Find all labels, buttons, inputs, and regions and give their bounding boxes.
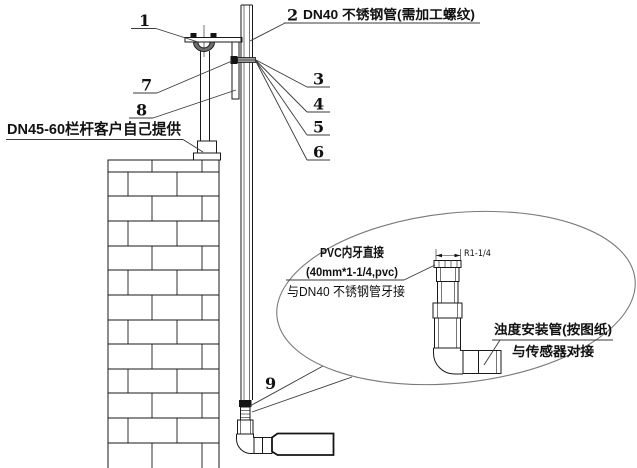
thread-dimension-label: R1-1/4 [464,249,491,259]
brick-wall [107,159,220,468]
bubble-outline [276,210,636,386]
callout-3: 3 [313,70,324,89]
bubble-elbow-outer [433,348,463,375]
dim-arrow-right [454,253,461,258]
threaded-nipple [240,406,251,421]
callout-1: 1 [139,11,150,30]
post-collar [197,140,217,154]
bolt-left [190,33,197,38]
pvc-spec-label: (40mm*1-1/4,pvc) [306,265,398,279]
pvc-connection-label: 与DN40 不锈钢管牙接 [287,284,405,299]
callout-6: 6 [313,143,324,162]
callout-5: 5 [313,118,324,137]
callout-7: 7 [141,76,152,95]
callout-2: 2 [287,6,298,25]
callout-numbers: 1 2 3 4 5 6 7 8 9 [136,6,324,394]
u-bolt-clamp [193,41,215,52]
detail-bubble: PVC内牙直接 (40mm*1-1/4,pvc) 与DN40 不锈钢管牙接 R1… [276,210,636,386]
sensor-body [271,432,335,456]
sensor-connection-label: 与传感器对接 [512,344,594,359]
callout-9: 9 [265,374,276,393]
fitting-dark-band [239,400,252,407]
pvc-title-label: PVC内牙直接 [320,245,384,260]
post-clamp-assembly [184,25,243,57]
mounting-bracket [231,41,240,100]
bubble-fitting [432,249,502,375]
sensor-pipe-label: 浊度安装管(按图纸) [494,322,612,337]
callout-4: 4 [313,95,324,114]
steel-pipe-spec-label: DN40 不锈钢管(需加工螺纹) [303,7,475,22]
leader-lines [6,22,480,413]
pipe-clamp-fitting [230,56,256,64]
steel-pipe [240,4,253,400]
railing-post [193,51,221,161]
callout-8: 8 [136,101,147,120]
dim-arrow-left [436,253,442,258]
post-base-plate [193,152,221,161]
bottom-pvc-fitting [236,400,273,454]
bolt-right [210,33,217,38]
elbow-inner [236,433,254,438]
railing-note-label: DN45-60栏杆客户自己提供 [7,120,181,138]
bubble-elbow-inner [433,347,463,351]
mounting-plate [184,37,243,43]
elbow-outer [236,434,254,454]
